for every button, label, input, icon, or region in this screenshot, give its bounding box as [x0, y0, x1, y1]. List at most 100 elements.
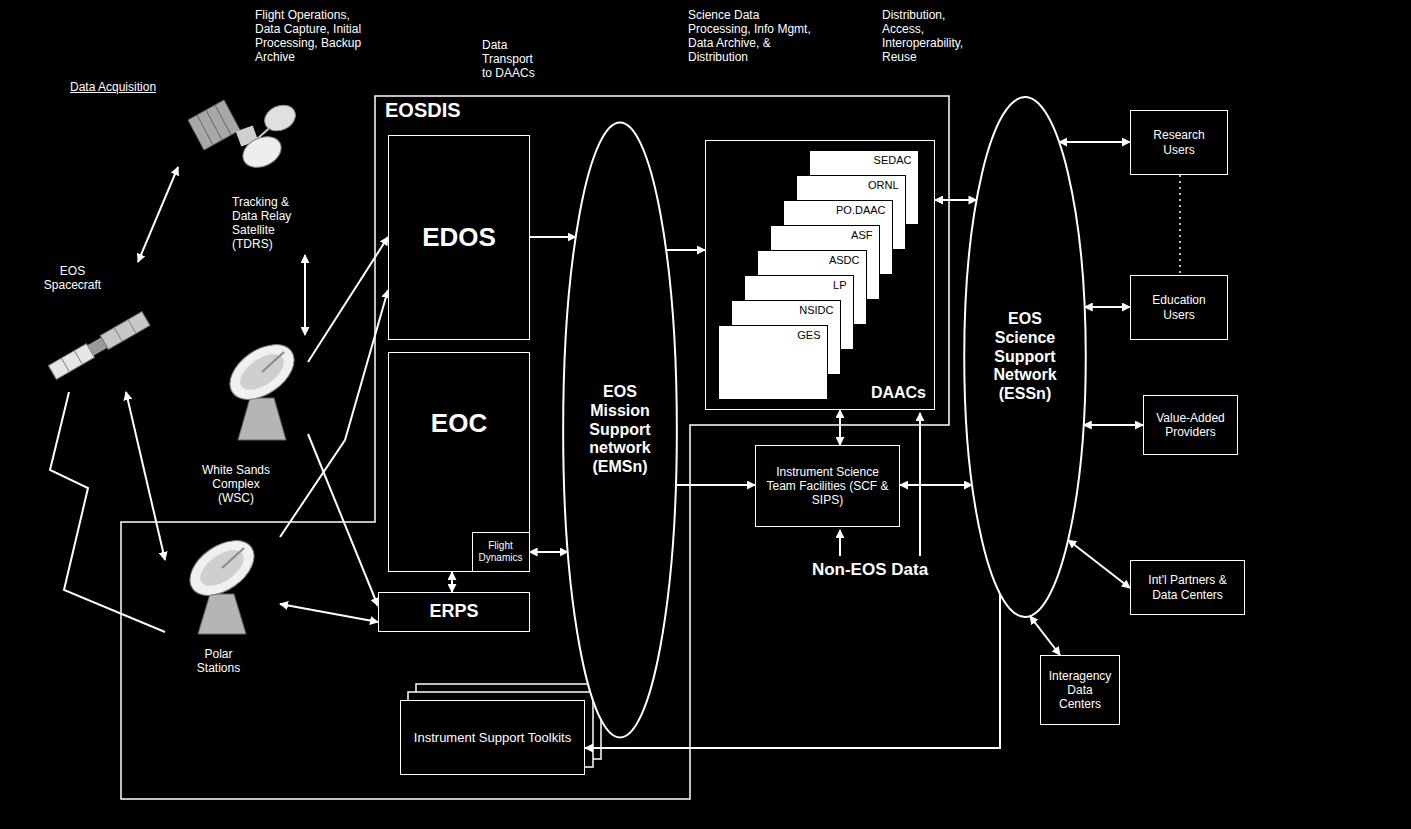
column-heading: Data Acquisition	[70, 80, 180, 94]
network-ellipse: EOS Science Support Network (ESSn)	[963, 95, 1087, 619]
ground-station-label: White Sands Complex (WSC)	[198, 335, 308, 515]
node-label: EOS Science Support Network (ESSn)	[979, 310, 1071, 404]
dish-feed	[222, 548, 244, 568]
data-flow-arrow	[666, 249, 705, 251]
data-flow-arrow	[280, 290, 388, 537]
node-label: EOS Mission Support network (EMSn)	[576, 383, 664, 477]
node-label: Polar Stations	[187, 647, 250, 675]
facility-box: Instrument Science Team Facilities (SCF …	[755, 445, 900, 527]
partner-box: Int'l Partners & Data Centers	[1130, 560, 1245, 615]
node-label: GES	[725, 329, 821, 342]
node-label: Tracking & Data Relay Satellite (TDRS)	[232, 195, 310, 252]
partner-box: Interagency Data Centers	[1040, 655, 1120, 725]
data-flow-arrow	[1085, 306, 1130, 308]
node-label: ASF	[777, 229, 873, 242]
tdrs-satellite	[188, 100, 300, 173]
data-flow-arrow	[900, 484, 972, 486]
archive-card: GES	[718, 325, 828, 400]
column-heading: Science Data Processing, Info Mgmt, Data…	[688, 8, 816, 65]
node-label: NSIDC	[738, 304, 834, 317]
dish-reflector	[234, 347, 290, 397]
spacecraft-label: EOS Spacecraft	[40, 262, 155, 392]
node-label: SEDAC	[816, 154, 912, 167]
panel-cell	[74, 351, 82, 365]
user-box: Value-Added Providers	[1143, 395, 1238, 455]
node-label: EDOS	[395, 222, 523, 253]
node-label: ASDC	[764, 254, 860, 267]
node-label: EOSDIS	[385, 99, 950, 123]
process-box: EDOS	[388, 135, 530, 340]
node-label: Value-Added Providers	[1150, 411, 1231, 439]
node-label: Int'l Partners & Data Centers	[1137, 573, 1238, 601]
node-label: Research Users	[1137, 128, 1221, 156]
archive-group: DAACsSEDACORNLPO.DAACASFASDCLPNSIDCGES	[705, 140, 935, 410]
satellite-label: Tracking & Data Relay Satellite (TDRS)	[178, 95, 313, 255]
panel-cell	[215, 105, 231, 135]
node-label: PO.DAAC	[790, 204, 886, 217]
satellite-dish	[260, 100, 299, 135]
ellipse-outline	[563, 122, 677, 737]
link-line	[1179, 175, 1181, 275]
node-label: EOC	[393, 408, 525, 439]
eos-spacecraft	[48, 312, 150, 380]
node-label: Instrument Support Toolkits	[407, 730, 578, 745]
data-flow-arrow	[1059, 141, 1130, 143]
data-flow-arrow	[839, 410, 841, 445]
solar-panel	[188, 100, 240, 150]
boundary-outline	[121, 96, 949, 799]
data-flow-arrow	[530, 236, 576, 238]
panel-cell	[114, 328, 122, 342]
data-flow-arrow	[1068, 540, 1130, 588]
ground-station-label: Polar Stations	[165, 528, 280, 700]
network-ellipse: EOS Mission Support network (EMSn)	[562, 120, 678, 740]
data-flow-arrow	[308, 237, 388, 362]
node-label: ORNL	[803, 179, 899, 192]
data-flow-arrow	[304, 255, 306, 335]
node-label: Interagency Data Centers	[1047, 669, 1113, 711]
input-arrow	[839, 530, 841, 556]
node-label: Education Users	[1137, 293, 1221, 321]
data-flow-arrow	[530, 551, 568, 553]
data-flow-arrow	[280, 604, 378, 622]
data-flow-arrow	[308, 434, 378, 606]
data-flow-arrow	[451, 572, 453, 592]
dish-reflector	[180, 529, 264, 606]
node-label: LP	[751, 279, 847, 292]
column-heading: Data Transport to DAACs	[482, 38, 544, 80]
dish-reflector	[194, 543, 250, 593]
dish-pedestal	[238, 398, 286, 440]
column-heading: Flight Operations, Data Capture, Initial…	[255, 8, 373, 65]
wsc-dish	[220, 333, 304, 440]
dish-reflector	[220, 333, 304, 410]
node-label: Instrument Science Team Facilities (SCF …	[762, 465, 893, 507]
data-flow-arrow	[1084, 424, 1143, 426]
solar-panel	[100, 312, 150, 350]
data-flow-arrow	[138, 167, 178, 262]
solar-panel	[48, 344, 94, 380]
process-box: ERPS	[378, 592, 530, 632]
polar-dish	[180, 529, 264, 634]
node-label: White Sands Complex (WSC)	[200, 463, 272, 505]
link-line	[50, 392, 165, 632]
data-flow-arrow	[676, 484, 755, 486]
data-flow-arrow	[935, 199, 977, 201]
dish-feed	[262, 352, 284, 372]
node-label: ERPS	[385, 601, 523, 622]
panel-cell	[61, 358, 69, 372]
column-heading: Distribution, Access, Interoperability, …	[882, 8, 977, 65]
ellipse-outline	[964, 97, 1086, 617]
satellite-dish	[238, 131, 286, 173]
panel-cell	[128, 320, 136, 334]
dish-pedestal	[198, 594, 246, 634]
user-box: Research Users	[1130, 110, 1228, 175]
sub-process-box: Flight Dynamics	[472, 532, 530, 572]
node-label: Flight Dynamics	[476, 540, 526, 564]
process-box: EOC Flight Dynamics	[388, 352, 530, 572]
user-box: Education Users	[1130, 275, 1228, 340]
data-flow-arrow	[126, 392, 165, 560]
data-flow-arrow	[1030, 616, 1060, 655]
data-source-label: Non-EOS Data	[790, 560, 950, 580]
toolkit-box: Instrument Support Toolkits	[400, 700, 585, 775]
node-label: EOS Spacecraft	[40, 264, 105, 292]
